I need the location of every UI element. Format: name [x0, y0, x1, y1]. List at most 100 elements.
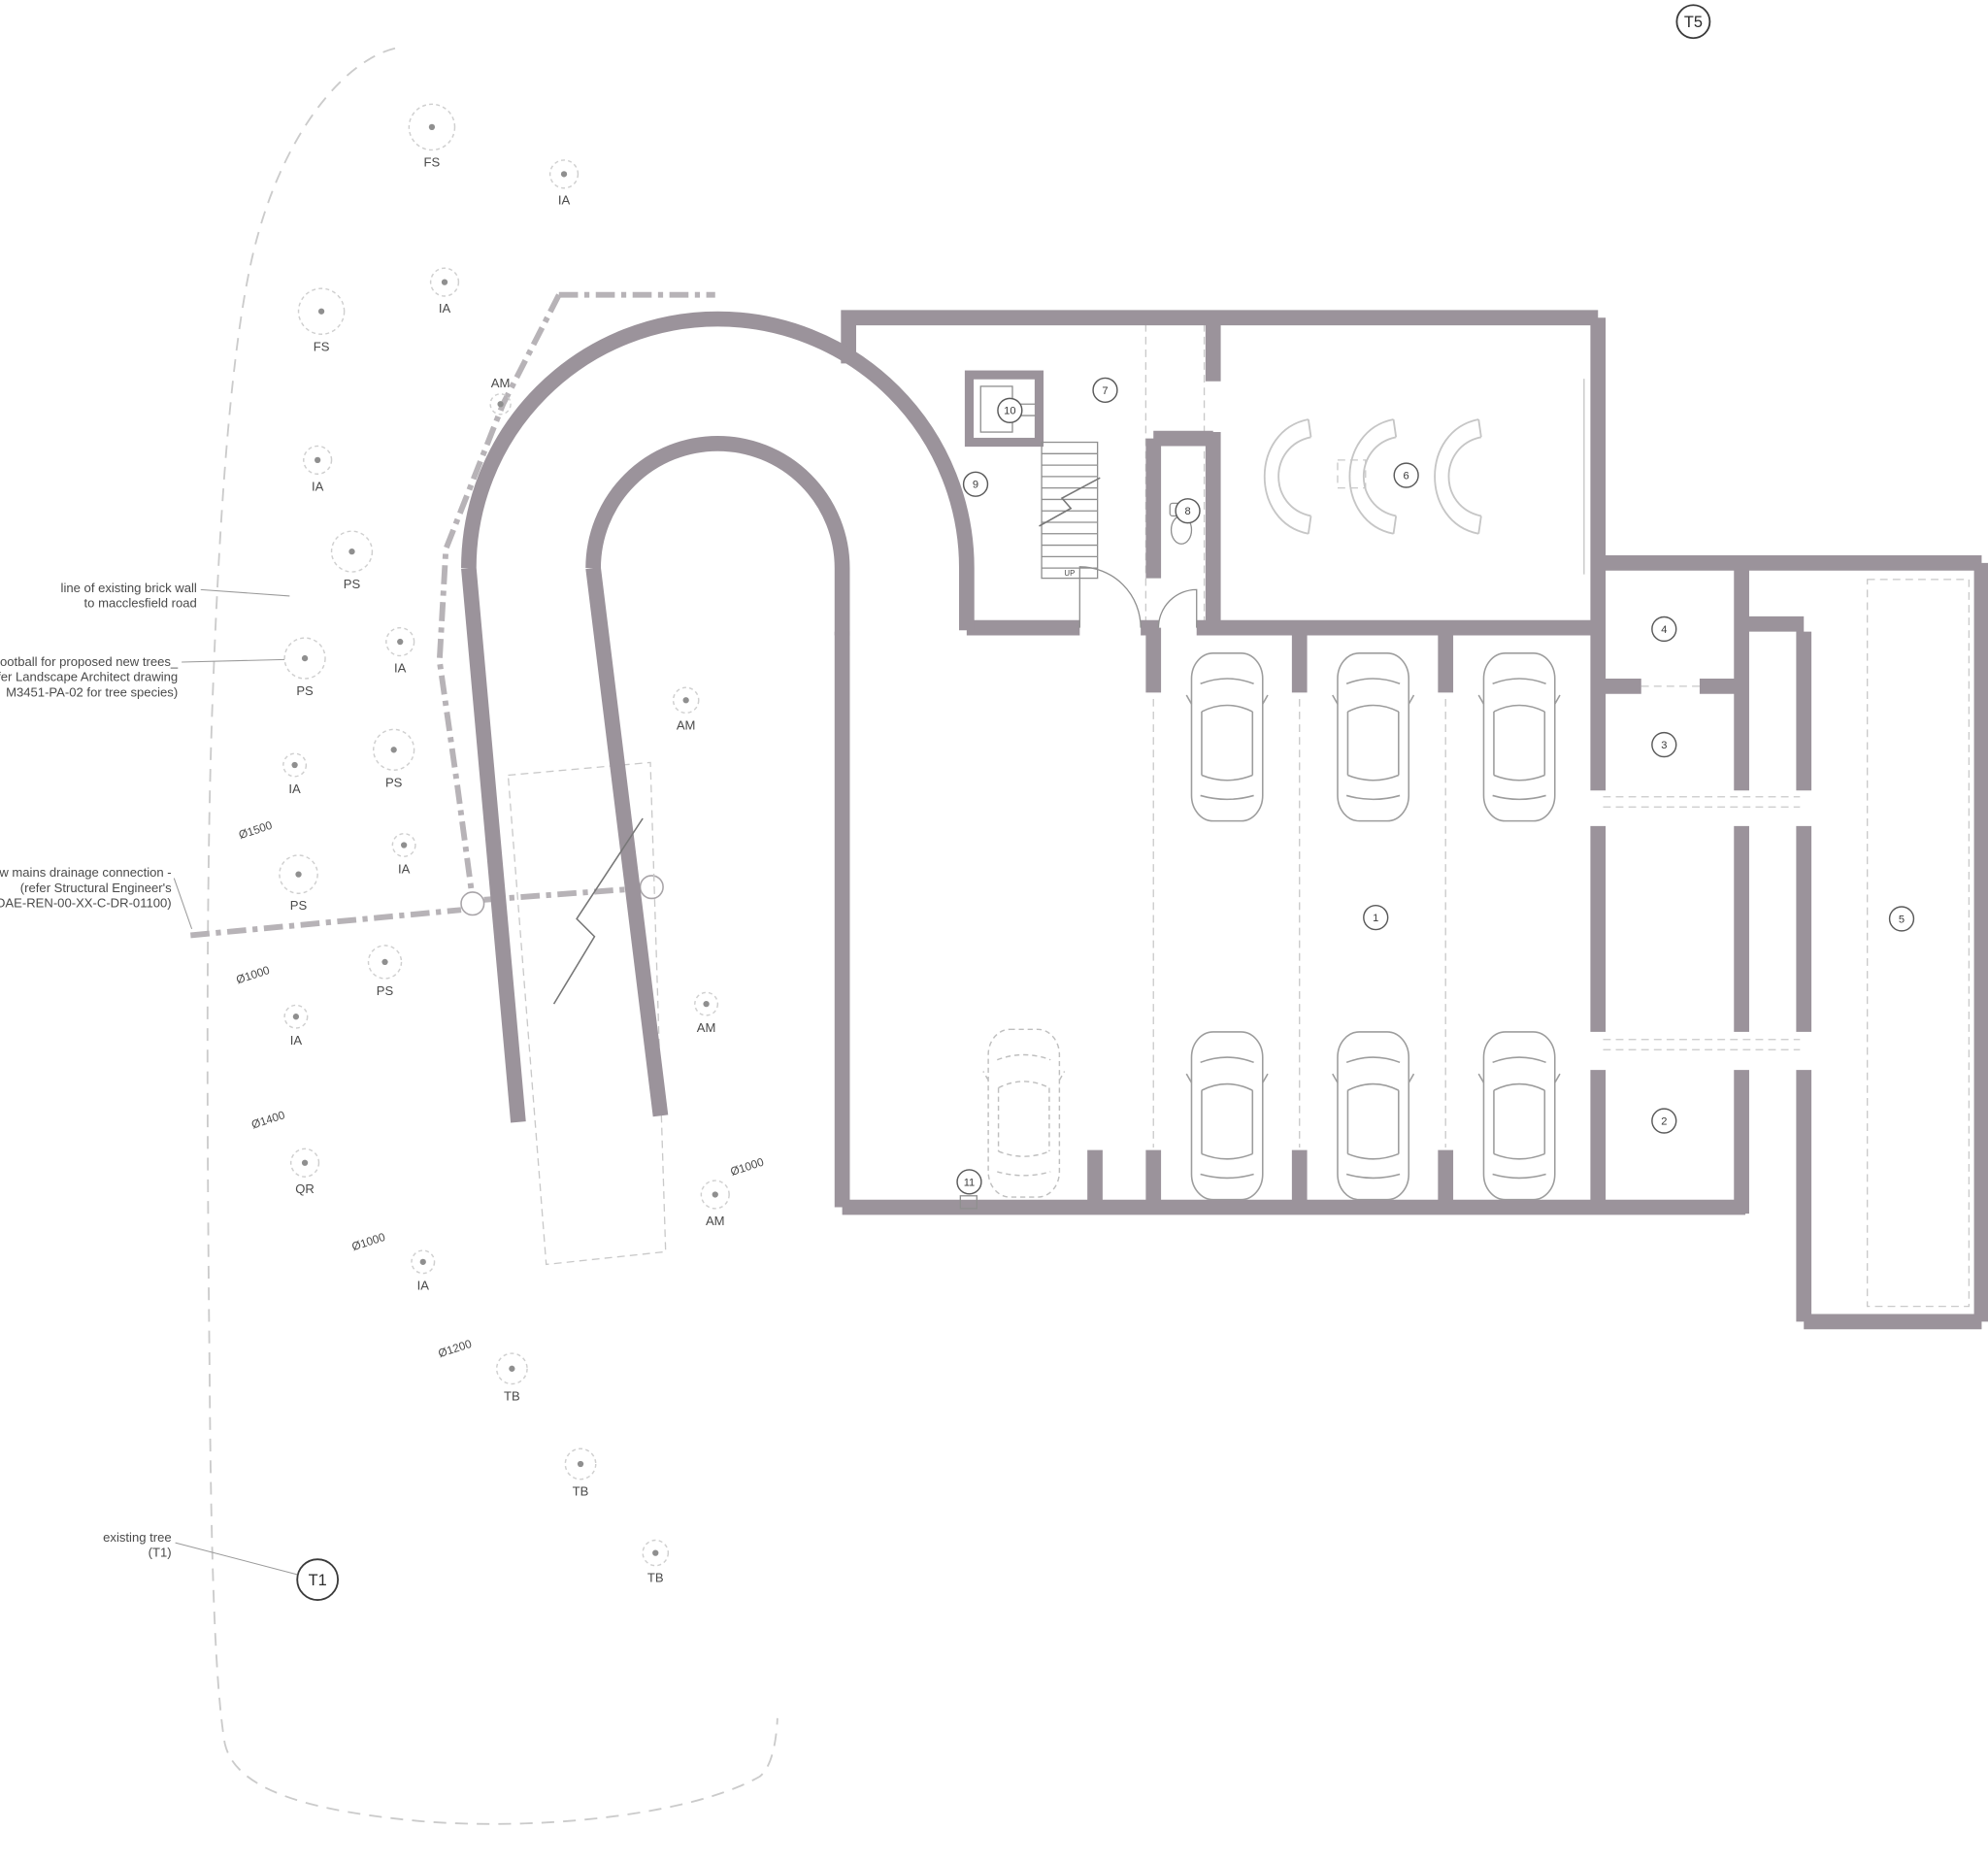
tree-ia: IA [385, 626, 415, 675]
tree-marker-t1: T1 [296, 1558, 340, 1601]
tree-ia: IA [282, 752, 308, 796]
tree-ia: IA [391, 832, 416, 876]
annotation-4: existing tree(T1) [103, 1530, 298, 1576]
svg-text:OAE-REN-00-XX-C-DR-01100): OAE-REN-00-XX-C-DR-01100) [0, 896, 172, 911]
svg-text:AM: AM [697, 1020, 716, 1035]
svg-text:9: 9 [973, 480, 978, 491]
car [1185, 1031, 1269, 1201]
tree-tb: TB [642, 1539, 670, 1585]
manhole-node [639, 875, 664, 900]
svg-text:IA: IA [417, 1279, 430, 1293]
svg-text:Ø1500: Ø1500 [237, 819, 274, 842]
site-boundary-line [206, 47, 779, 1825]
svg-text:AM: AM [677, 717, 696, 732]
car [1331, 652, 1415, 822]
svg-text:PS: PS [344, 577, 361, 591]
svg-text:Ø1000: Ø1000 [729, 1155, 766, 1178]
svg-text:QR: QR [295, 1181, 315, 1196]
svg-text:(T1): (T1) [149, 1546, 172, 1560]
svg-text:Ø1400: Ø1400 [250, 1109, 287, 1131]
room-tag-8: 8 [1175, 498, 1201, 524]
svg-text:PS: PS [290, 898, 308, 913]
svg-text:Ø1000: Ø1000 [235, 964, 272, 986]
tree-tb: TB Ø1200 [437, 1338, 528, 1404]
annotation-3: new mains drainage connection -(refer St… [0, 865, 193, 930]
svg-text:(refer Landscape Architect dra: (refer Landscape Architect drawing [0, 670, 178, 684]
car [1477, 1031, 1561, 1201]
ramp-walls [461, 311, 975, 1123]
small-fixture [959, 1195, 977, 1210]
car-dashed-outline [982, 1028, 1066, 1198]
room-tag-2: 2 [1651, 1108, 1677, 1134]
tree-ia: IA Ø1000 [235, 964, 309, 1048]
tree-fs: FS [408, 103, 456, 169]
room-tag-3: 3 [1651, 731, 1677, 758]
room-tag-6: 6 [1393, 462, 1419, 488]
svg-text:IA: IA [290, 1033, 303, 1048]
tree-ps: PS [373, 728, 415, 789]
tree-fs: FS [297, 287, 346, 353]
dashed-setting-out-lines [1144, 323, 1971, 1308]
svg-text:PS: PS [377, 983, 394, 998]
tree-qr: QR Ø1400 [250, 1109, 320, 1196]
room-tag-5: 5 [1888, 906, 1915, 932]
ramp-break-line [552, 817, 644, 1005]
svg-text:Ø1000: Ø1000 [350, 1231, 387, 1253]
svg-text:3: 3 [1661, 740, 1667, 751]
tree-am: AM [694, 991, 719, 1035]
tree-ia: IA [303, 445, 333, 493]
drainage-lines [190, 291, 715, 939]
ramp-below-outline [507, 761, 667, 1266]
svg-text:8: 8 [1184, 506, 1190, 517]
room-tag-7: 7 [1092, 377, 1118, 404]
svg-text:5: 5 [1899, 914, 1905, 925]
tree-ia: IA [429, 267, 460, 316]
car [1185, 652, 1269, 822]
svg-text:IA: IA [558, 193, 571, 208]
svg-text:(refer Structural Engineer's: (refer Structural Engineer's [20, 881, 172, 895]
manhole-node [460, 891, 485, 916]
tree-am: AM [672, 686, 700, 732]
cinema-sofas [1264, 379, 1585, 575]
svg-text:7: 7 [1102, 385, 1108, 397]
svg-text:4: 4 [1661, 624, 1667, 636]
svg-text:FS: FS [424, 154, 441, 169]
svg-text:IA: IA [288, 782, 301, 796]
svg-text:2: 2 [1661, 1115, 1667, 1127]
room-tag-4: 4 [1651, 615, 1677, 643]
svg-text:IA: IA [312, 479, 324, 493]
stairs-up-label: UP [1064, 569, 1075, 578]
svg-text:TB: TB [573, 1484, 589, 1499]
svg-text:TB: TB [647, 1571, 664, 1585]
parked-cars [982, 652, 1561, 1201]
svg-text:rootball for proposed new tree: rootball for proposed new trees_ [0, 654, 179, 669]
tree-marker-t5: T5 [1675, 4, 1711, 40]
svg-text:IA: IA [394, 660, 407, 675]
svg-text:T1: T1 [309, 1572, 327, 1589]
annotation-2: rootball for proposed new trees_(refer L… [0, 654, 285, 699]
car [1331, 1031, 1415, 1201]
room-tag-11: 11 [956, 1169, 982, 1195]
svg-text:PS: PS [385, 775, 403, 789]
svg-text:line of existing brick wall: line of existing brick wall [61, 581, 197, 595]
svg-text:PS: PS [296, 683, 314, 698]
svg-text:to macclesfield road: to macclesfield road [84, 596, 197, 611]
svg-text:FS: FS [314, 339, 330, 353]
svg-text:TB: TB [504, 1389, 520, 1404]
room-tag-10: 10 [997, 397, 1023, 423]
svg-text:AM: AM [491, 376, 511, 390]
svg-text:1: 1 [1373, 913, 1378, 924]
svg-text:T5: T5 [1684, 14, 1703, 31]
building-walls [834, 310, 1988, 1330]
tree-ps: PS [283, 637, 326, 698]
svg-text:IA: IA [439, 301, 451, 316]
svg-text:IA: IA [398, 861, 411, 876]
svg-text:Ø1200: Ø1200 [437, 1338, 474, 1360]
svg-text:existing tree: existing tree [103, 1530, 172, 1545]
svg-text:6: 6 [1404, 470, 1409, 482]
